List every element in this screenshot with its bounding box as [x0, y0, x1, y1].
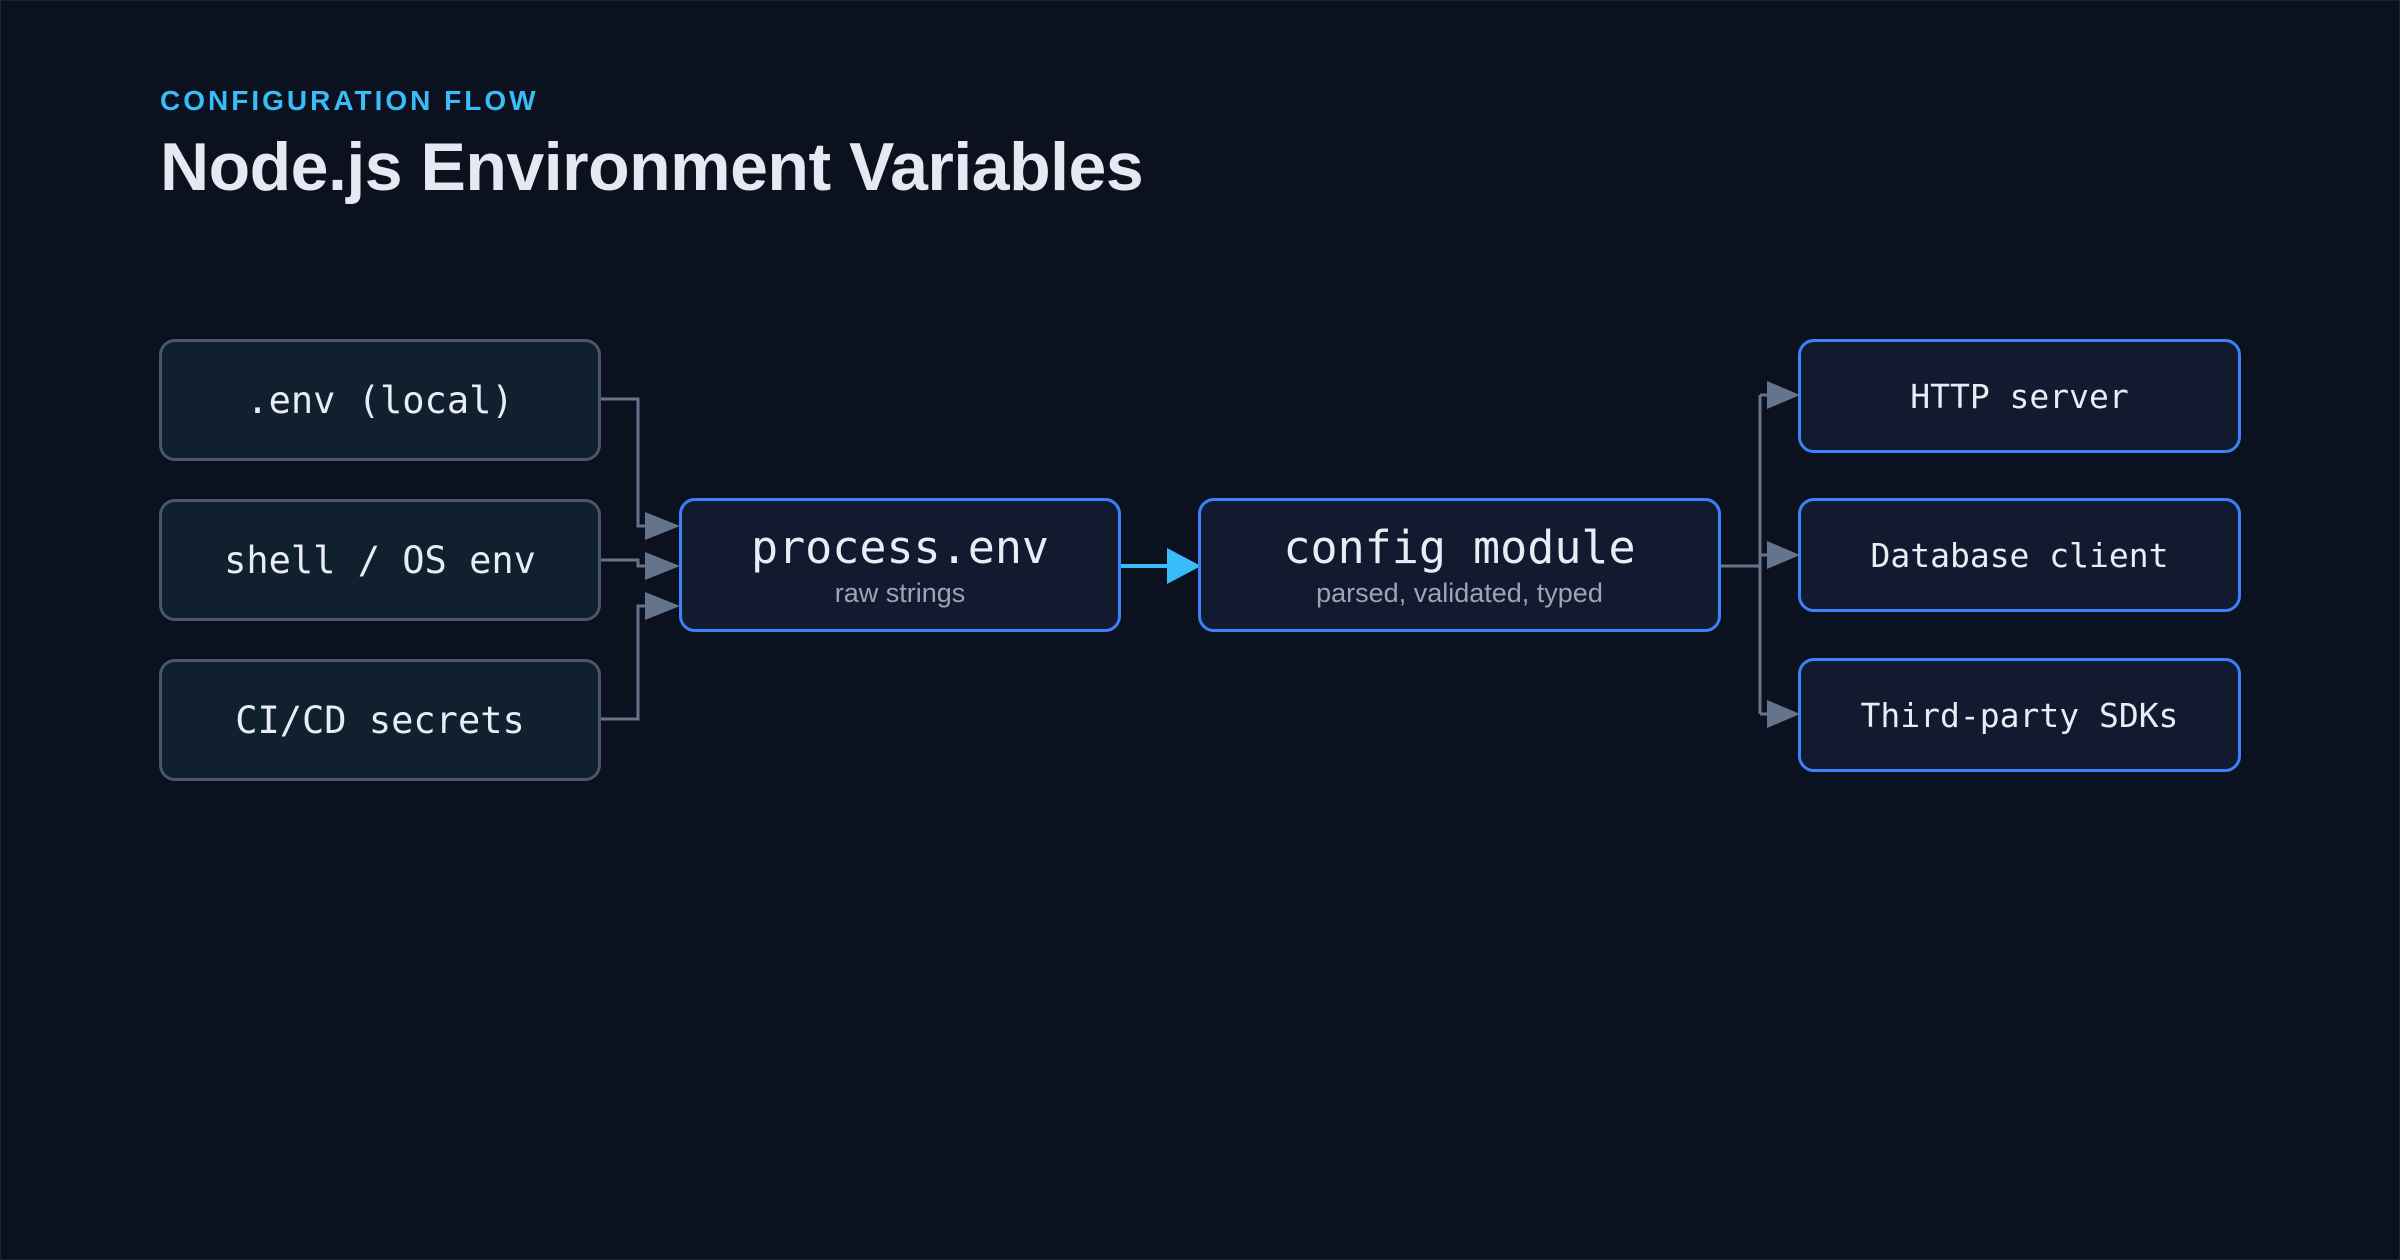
page-title: Node.js Environment Variables	[160, 129, 1144, 205]
connector-env-local	[600, 397, 656, 528]
consumer-node-database-client: Database client	[1798, 498, 2241, 612]
arrowhead-shell-env	[645, 552, 680, 580]
config-module-sublabel: parsed, validated, typed	[1316, 578, 1603, 608]
arrowhead-http	[1767, 381, 1800, 409]
arrowhead-cicd	[645, 592, 680, 620]
config-module-label: config module	[1283, 521, 1636, 574]
arrowhead-process-to-config	[1167, 548, 1201, 584]
source-label: .env (local)	[246, 378, 514, 422]
config-module-node: config module parsed, validated, typed	[1198, 498, 1721, 632]
consumer-label: Database client	[1870, 535, 2169, 575]
eyebrow-label: CONFIGURATION FLOW	[160, 85, 539, 116]
source-node-shell-env: shell / OS env	[159, 499, 601, 621]
arrowhead-sdk	[1767, 700, 1800, 728]
connector-cicd	[600, 604, 656, 721]
source-node-cicd-secrets: CI/CD secrets	[159, 659, 601, 781]
process-env-label: process.env	[750, 521, 1049, 574]
consumer-node-http-server: HTTP server	[1798, 339, 2241, 453]
source-node-env-local: .env (local)	[159, 339, 601, 461]
consumer-node-third-party-sdks: Third-party SDKs	[1798, 658, 2241, 772]
consumer-label: HTTP server	[1910, 376, 2129, 416]
source-label: shell / OS env	[224, 538, 536, 582]
consumer-label: Third-party SDKs	[1860, 695, 2179, 735]
process-env-node: process.env raw strings	[679, 498, 1121, 632]
arrowhead-env-local	[645, 512, 680, 540]
source-label: CI/CD secrets	[235, 698, 525, 742]
process-env-sublabel: raw strings	[834, 578, 966, 608]
arrowhead-db	[1767, 541, 1800, 569]
